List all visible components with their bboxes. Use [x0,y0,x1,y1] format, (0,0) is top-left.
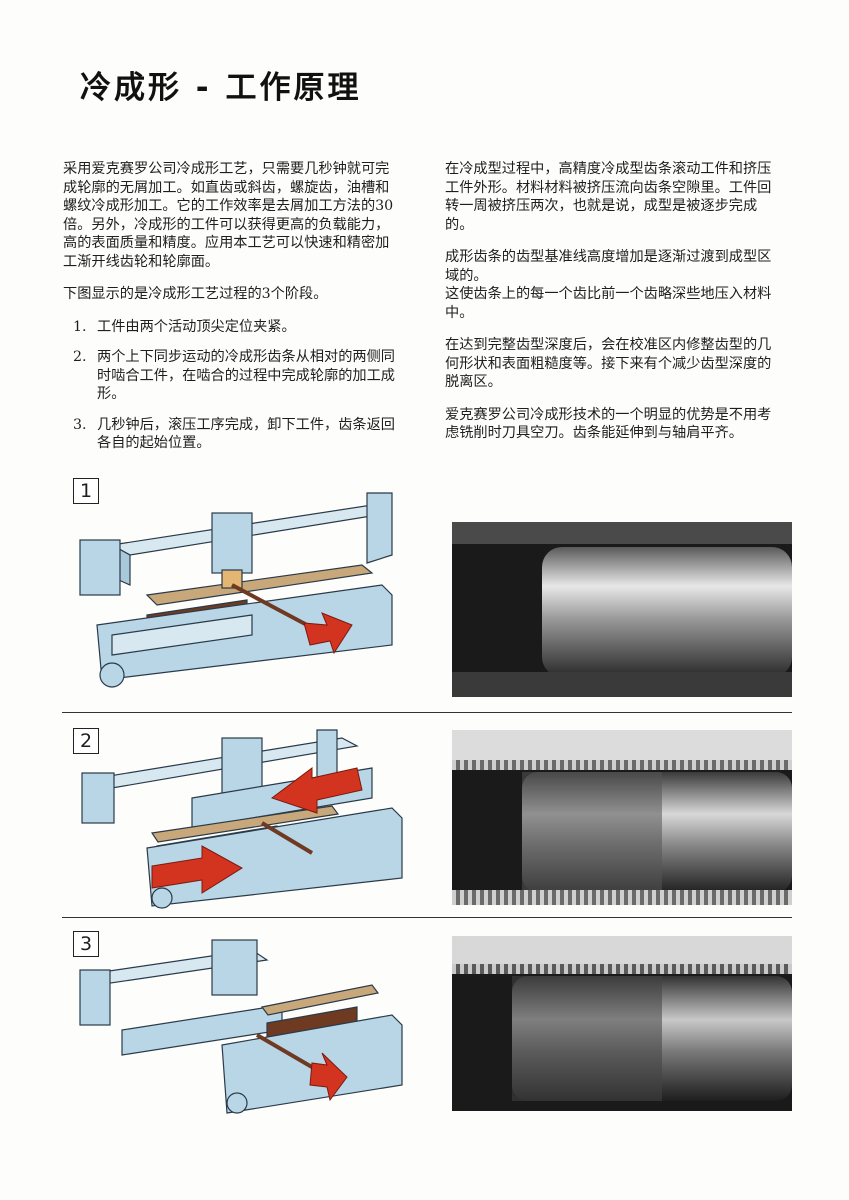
paragraph-profile-height: 成形齿条的齿型基准线高度增加是逐渐过渡到成型区域的。 [445,249,772,284]
right-column: 在冷成型过程中，高精度冷成型齿条滚动工件和挤压工件外形。材料材料被挤压流向齿条空… [445,160,785,457]
photo-stage-1 [452,522,792,697]
list-item: 2. 两个上下同步运动的冷成形齿条从相对的两侧同时啮合工件，在啮合的过程中完成轮… [63,348,403,404]
step-text: 两个上下同步运动的冷成形齿条从相对的两侧同时啮合工件，在啮合的过程中完成轮廓的加… [97,349,395,402]
stages-intro: 下图显示的是冷成形工艺过程的3个阶段。 [63,286,328,302]
section-divider-1 [62,712,792,713]
step-text: 工件由两个活动顶尖定位夹紧。 [97,318,296,335]
step-text: 几秒钟后，滚压工序完成，卸下工件，齿条返回各自的起始位置。 [97,416,395,452]
step-number: 3. [73,416,87,433]
stage-label-3: 3 [73,931,99,957]
list-item: 1. 工件由两个活动顶尖定位夹紧。 [63,318,403,337]
machine-illustration-stage-2 [81,729,403,909]
left-column: 采用爱克赛罗公司冷成形工艺，只需要几秒钟就可完成轮廓的无屑加工。如直齿或斜齿，螺… [63,160,403,465]
step-number: 1. [73,318,87,335]
stage-label-2: 2 [73,728,99,754]
photo-stage-2 [452,730,792,905]
paragraph-tooth-depth: 这使齿条上的每一个齿比前一个齿略深些地压入材料中。 [445,286,772,321]
machine-illustration-stage-3 [79,939,403,1114]
list-item: 3. 几秒钟后，滚压工序完成，卸下工件，齿条返回各自的起始位置。 [63,416,403,453]
page-title: 冷成形 - 工作原理 [80,70,362,106]
photo-stage-3 [452,936,792,1111]
paragraph-calibration: 在达到完整齿型深度后，会在校准区内修整齿型的几何形状和表面粗糙度等。接下来有个减… [445,337,772,390]
paragraph-advantage: 爱克赛罗公司冷成形技术的一个明显的优势是不用考虑铣削时刀具空刀。齿条能延伸到与轴… [445,406,772,442]
section-divider-2 [62,917,792,918]
paragraph-process: 在冷成型过程中，高精度冷成型齿条滚动工件和挤压工件外形。材料材料被挤压流向齿条空… [445,161,772,233]
machine-illustration-stage-1 [79,492,393,688]
step-number: 2. [73,349,87,365]
stage-label-1: 1 [73,478,99,504]
steps-list: 1. 工件由两个活动顶尖定位夹紧。 2. 两个上下同步运动的冷成形齿条从相对的两… [63,318,403,453]
intro-paragraph: 采用爱克赛罗公司冷成形工艺，只需要几秒钟就可完成轮廓的无屑加工。如直齿或斜齿，螺… [63,161,394,270]
